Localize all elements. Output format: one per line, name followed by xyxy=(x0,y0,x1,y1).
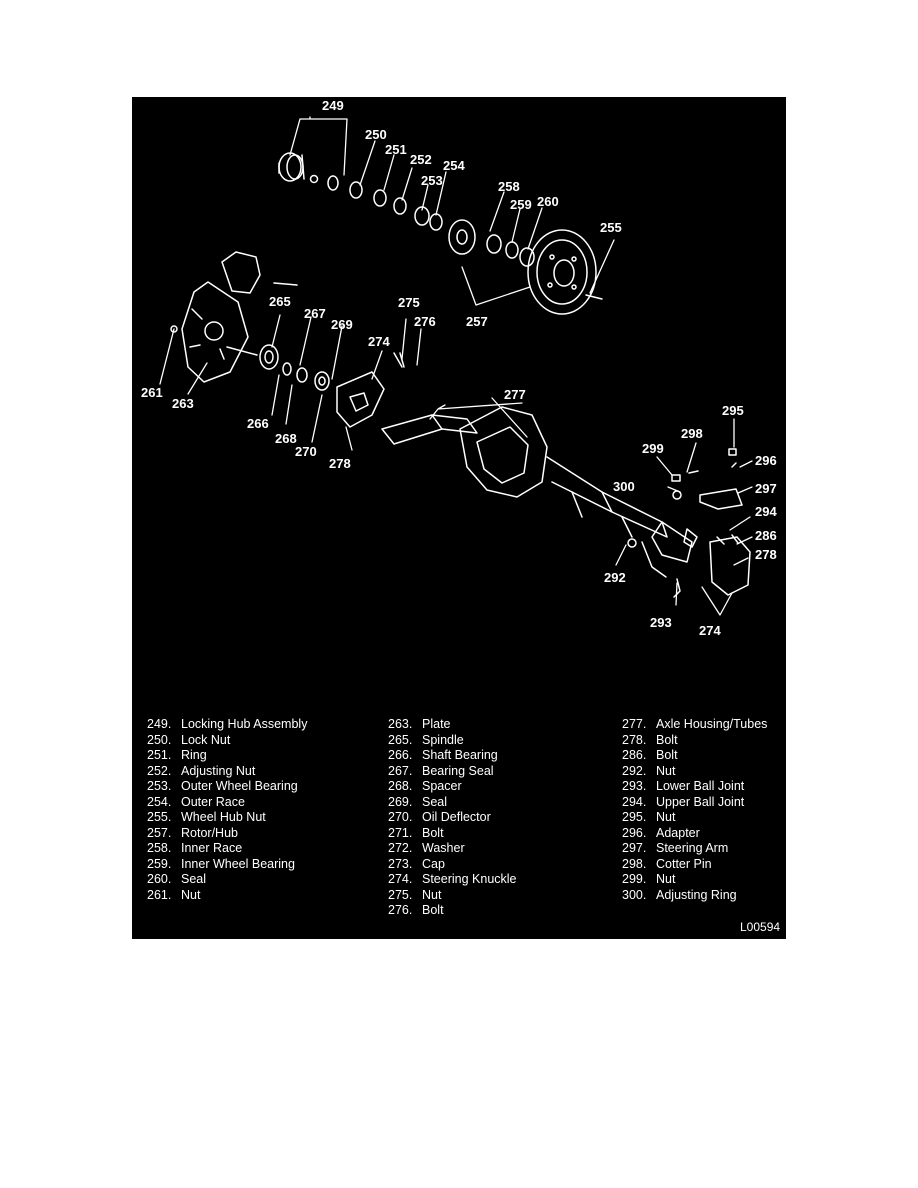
callout-253: 253 xyxy=(421,173,443,188)
callout-267: 267 xyxy=(304,306,326,321)
legend-item: 276.Bolt xyxy=(388,903,444,917)
callout-277: 277 xyxy=(504,387,526,402)
callout-296: 296 xyxy=(755,453,777,468)
legend-item: 293.Lower Ball Joint xyxy=(622,779,745,793)
callout-250: 250 xyxy=(365,127,387,142)
legend-item: 286.Bolt xyxy=(622,748,678,762)
legend-item: 261.Nut xyxy=(147,887,201,902)
legend-item: 253.Outer Wheel Bearing xyxy=(147,779,298,793)
exploded-axle-diagram: 249 250 251 252 253 254 258 259 260 255 … xyxy=(132,97,786,939)
legend-item: 273.Cap xyxy=(388,856,445,871)
legend-item: 269.Seal xyxy=(388,794,448,809)
legend-item: 272.Washer xyxy=(388,841,465,855)
callout-299: 299 xyxy=(642,441,664,456)
callout-300: 300 xyxy=(613,479,635,494)
legend-item: 254.Outer Race xyxy=(147,794,245,809)
callout-266: 266 xyxy=(247,416,269,431)
parts-drawing xyxy=(159,116,753,616)
legend-item: 295.Nut xyxy=(622,810,676,824)
callout-249: 249 xyxy=(322,98,344,113)
callout-263: 263 xyxy=(172,396,194,411)
right-parts xyxy=(671,448,751,598)
callout-255: 255 xyxy=(600,220,622,235)
hub-parts xyxy=(278,152,603,315)
callout-297: 297 xyxy=(755,481,777,496)
legend-column-2: 263.Plate 265.Spindle 266.Shaft Bearing … xyxy=(388,717,517,919)
legend-item: 258.Inner Race xyxy=(147,841,243,855)
callout-293: 293 xyxy=(650,615,672,630)
callout-274-right: 274 xyxy=(699,623,721,638)
legend-item: 251.Ring xyxy=(147,748,207,762)
legend-item: 249.Locking Hub Assembly xyxy=(147,717,308,731)
legend-column-1: 249.Locking Hub Assembly 250.Lock Nut 25… xyxy=(147,717,307,903)
callout-268: 268 xyxy=(275,431,297,446)
legend-item: 252.Adjusting Nut xyxy=(147,763,256,778)
callout-252: 252 xyxy=(410,152,432,167)
legend-item: 292.Nut xyxy=(622,763,676,778)
legend-item: 265.Spindle xyxy=(388,732,464,747)
callout-261: 261 xyxy=(141,385,163,400)
callout-276: 276 xyxy=(414,314,436,329)
callout-292: 292 xyxy=(604,570,626,585)
callout-269: 269 xyxy=(331,317,353,332)
callout-251: 251 xyxy=(385,142,407,157)
leader-lines xyxy=(159,116,753,616)
callout-295: 295 xyxy=(722,403,744,418)
axle-housing xyxy=(381,406,693,578)
callout-294: 294 xyxy=(755,504,777,519)
callout-286: 286 xyxy=(755,528,777,543)
legend-item: 275.Nut xyxy=(388,887,442,902)
callout-274-left: 274 xyxy=(368,334,390,349)
figure-code: L00594 xyxy=(740,920,781,934)
callout-278-right: 278 xyxy=(755,547,777,562)
legend-item: 255.Wheel Hub Nut xyxy=(147,810,266,824)
callout-298: 298 xyxy=(681,426,703,441)
legend-item: 300.Adjusting Ring xyxy=(622,887,737,902)
plate-spindle xyxy=(170,251,330,391)
legend-item: 267.Bearing Seal xyxy=(388,763,494,778)
legend-item: 257.Rotor/Hub xyxy=(147,825,238,840)
legend-item: 263.Plate xyxy=(388,717,451,731)
legend-item: 268.Spacer xyxy=(388,779,462,793)
callout-275: 275 xyxy=(398,295,420,310)
callout-270: 270 xyxy=(295,444,317,459)
callout-265: 265 xyxy=(269,294,291,309)
legend-item: 294.Upper Ball Joint xyxy=(622,794,745,809)
legend-item: 271.Bolt xyxy=(388,825,444,840)
legend-item: 299.Nut xyxy=(622,872,676,886)
legend-item: 266.Shaft Bearing xyxy=(388,748,498,762)
legend-item: 274.Steering Knuckle xyxy=(388,872,517,886)
callout-259: 259 xyxy=(510,197,532,212)
legend-item: 277.Axle Housing/Tubes xyxy=(622,717,768,731)
legend-item: 259.Inner Wheel Bearing xyxy=(147,856,295,871)
legend-item: 250.Lock Nut xyxy=(147,732,231,747)
legend-item: 260.Seal xyxy=(147,872,207,886)
callout-258: 258 xyxy=(498,179,520,194)
legend-column-3: 277.Axle Housing/Tubes 278.Bolt 286.Bolt… xyxy=(622,717,767,903)
legend-item: 296.Adapter xyxy=(622,825,700,840)
callout-260: 260 xyxy=(537,194,559,209)
left-knuckle xyxy=(336,352,405,428)
legend-item: 278.Bolt xyxy=(622,732,678,747)
callout-254: 254 xyxy=(443,158,465,173)
legend-item: 270.Oil Deflector xyxy=(388,810,491,824)
callout-278-left: 278 xyxy=(329,456,351,471)
callout-257: 257 xyxy=(466,314,488,329)
legend-item: 297.Steering Arm xyxy=(622,841,729,855)
legend-item: 298.Cotter Pin xyxy=(622,856,712,871)
